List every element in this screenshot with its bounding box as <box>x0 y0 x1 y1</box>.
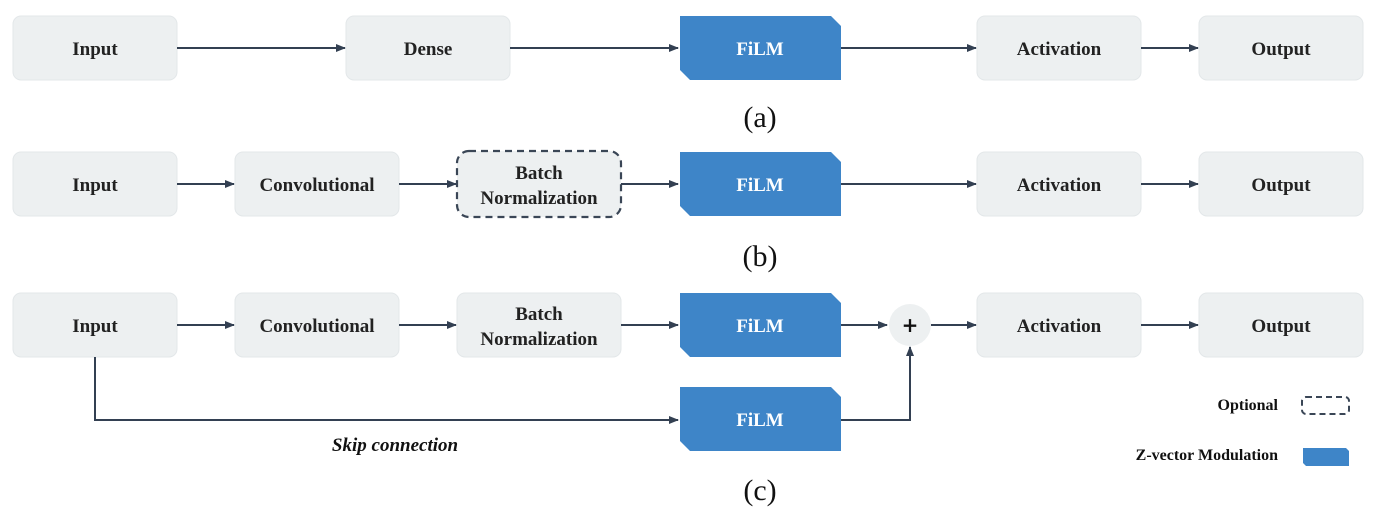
film-label: FiLM <box>736 316 784 337</box>
caption-c: (c) <box>743 474 776 507</box>
plus-icon: + <box>902 313 919 337</box>
output-label: Output <box>1251 175 1311 196</box>
legend-optional-label: Optional <box>1218 397 1279 414</box>
film-label: FiLM <box>736 39 784 60</box>
legend: Optional Z-vector Modulation <box>1136 396 1350 466</box>
output-node <box>1198 292 1364 358</box>
batchnorm-node-optional <box>455 149 623 219</box>
output-node <box>1198 151 1364 217</box>
row-a: Input Dense FiLM Activation Output (a) <box>12 15 1364 134</box>
batchnorm-label-line1: Batch <box>515 163 563 184</box>
film-node <box>680 152 841 216</box>
batchnorm-label-line1: Batch <box>515 304 563 325</box>
legend-optional-swatch <box>1301 396 1350 415</box>
output-label: Output <box>1251 39 1311 60</box>
dense-label: Dense <box>404 39 453 60</box>
skip-connection-edge <box>94 357 679 424</box>
batchnorm-label-line2: Normalization <box>480 329 598 350</box>
film-skip-node <box>680 387 841 451</box>
conv-label: Convolutional <box>259 175 374 196</box>
input-label: Input <box>72 175 118 196</box>
legend-zvector-swatch <box>1303 448 1349 466</box>
sum-node <box>889 304 931 346</box>
caption-b: (b) <box>743 240 778 273</box>
film-label: FiLM <box>736 175 784 196</box>
row-c: Input Convolutional Batch Normalization … <box>12 292 1364 507</box>
output-label: Output <box>1251 316 1311 337</box>
output-node <box>1198 15 1364 81</box>
caption-a: (a) <box>743 101 776 134</box>
edge-film-skip-sum <box>841 346 914 421</box>
input-label: Input <box>72 39 118 60</box>
skip-connection-label: Skip connection <box>332 435 458 456</box>
film-node <box>680 16 841 80</box>
row-b: Input Convolutional Batch Normalization … <box>12 149 1364 273</box>
film-skip-label: FiLM <box>736 410 784 431</box>
activation-label: Activation <box>1017 175 1102 196</box>
batchnorm-label-line2: Normalization <box>480 188 598 209</box>
activation-label: Activation <box>1017 39 1102 60</box>
film-node <box>680 293 841 357</box>
legend-zvector-label: Z-vector Modulation <box>1136 447 1278 464</box>
input-label: Input <box>72 316 118 337</box>
activation-label: Activation <box>1017 316 1102 337</box>
conv-label: Convolutional <box>259 316 374 337</box>
